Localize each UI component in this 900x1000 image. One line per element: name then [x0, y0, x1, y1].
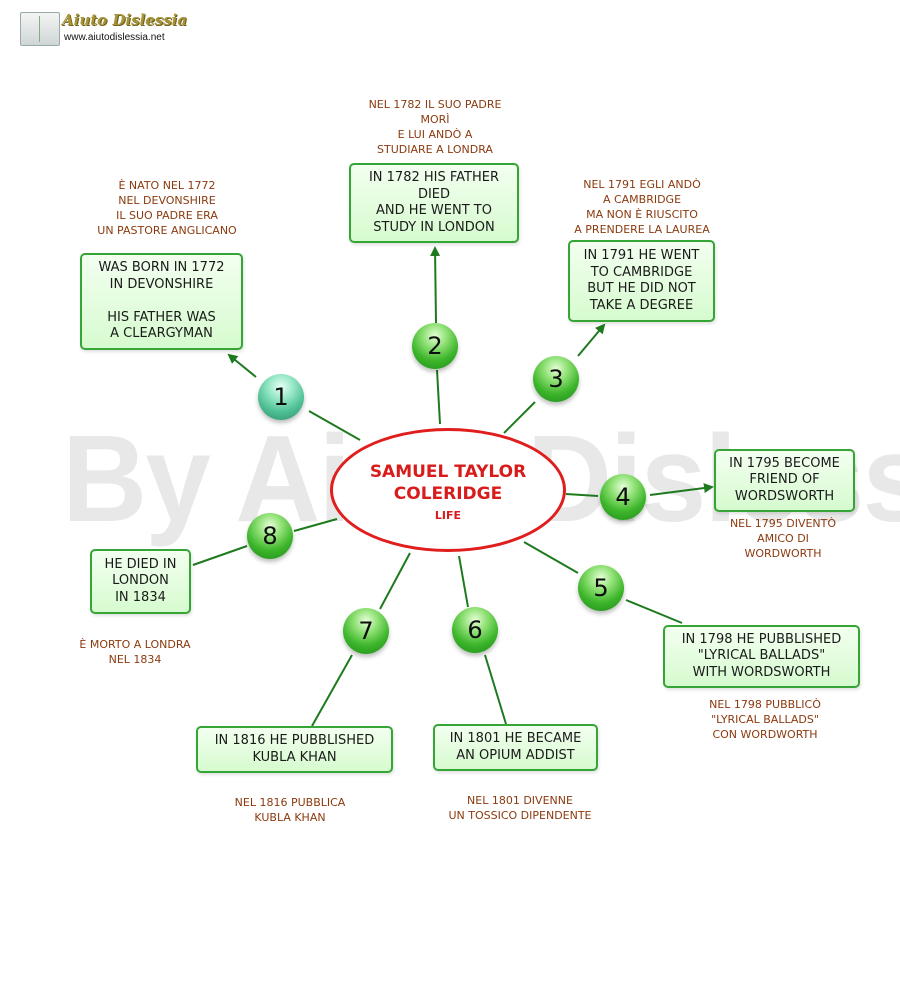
- connector-2-center: [436, 369, 441, 425]
- note-1: È NATO NEL 1772 NEL DEVONSHIRE IL SUO PA…: [97, 179, 237, 237]
- fact-box-4[interactable]: IN 1795 BECOME FRIEND OF WORDSWORTH: [714, 449, 855, 512]
- note-7: NEL 1816 PUBBLICA KUBLA KHAN: [234, 796, 346, 824]
- note-6: NEL 1801 DIVENNE UN TOSSICO DIPENDENTE: [448, 794, 592, 822]
- fact-box-2[interactable]: IN 1782 HIS FATHER DIED AND HE WENT TO S…: [349, 163, 519, 243]
- connector-3-arrow: [577, 323, 606, 357]
- connector-5-center: [523, 541, 579, 574]
- step-1-ball[interactable]: 1: [258, 374, 304, 420]
- note-8: È MORTO A LONDRA NEL 1834: [79, 638, 191, 666]
- note-4: NEL 1795 DIVENTÒ AMICO DI WORDWORTH: [729, 517, 837, 560]
- fact-box-8[interactable]: HE DIED IN LONDON IN 1834: [90, 549, 191, 614]
- connector-1-arrow: [227, 353, 257, 378]
- step-3-ball[interactable]: 3: [533, 356, 579, 402]
- logo-title: Aiuto Dislessia: [62, 11, 188, 29]
- connector-4-center: [565, 493, 599, 497]
- center-title: SAMUEL TAYLOR COLERIDGE: [369, 462, 527, 504]
- note-5: NEL 1798 PUBBLICÒ "LYRICAL BALLADS" CON …: [709, 698, 821, 741]
- step-8-ball[interactable]: 8: [247, 513, 293, 559]
- fact-box-6[interactable]: IN 1801 HE BECAME AN OPIUM ADDIST: [433, 724, 598, 771]
- note-2: NEL 1782 IL SUO PADRE MORÌ E LUI ANDÒ A …: [368, 98, 502, 156]
- site-logo[interactable]: Aiuto Dislessia www.aiutodislessia.net: [18, 10, 187, 48]
- fact-box-7[interactable]: IN 1816 HE PUBBLISHED KUBLA KHAN: [196, 726, 393, 773]
- step-4-ball[interactable]: 4: [600, 474, 646, 520]
- fact-box-1[interactable]: WAS BORN IN 1772 IN DEVONSHIRE HIS FATHE…: [80, 253, 243, 350]
- logo-url: www.aiutodislessia.net: [64, 32, 165, 43]
- step-6-ball[interactable]: 6: [452, 607, 498, 653]
- center-topic[interactable]: SAMUEL TAYLOR COLERIDGE LIFE: [330, 428, 566, 552]
- step-7-ball[interactable]: 7: [343, 608, 389, 654]
- connector-6-center: [458, 555, 469, 608]
- connector-8-box: [192, 545, 248, 566]
- connector-7-center: [379, 552, 411, 610]
- step-5-ball[interactable]: 5: [578, 565, 624, 611]
- connector-6-box: [484, 654, 507, 725]
- note-3: NEL 1791 EGLI ANDÒ A CAMBRIDGE MA NON È …: [574, 178, 710, 236]
- connector-2-arrow: [430, 246, 441, 324]
- step-2-ball[interactable]: 2: [412, 323, 458, 369]
- book-icon: [20, 12, 60, 46]
- connector-8-center: [293, 518, 338, 532]
- fact-box-3[interactable]: IN 1791 HE WENT TO CAMBRIDGE BUT HE DID …: [568, 240, 715, 322]
- connector-7-box: [311, 654, 353, 727]
- connector-4-arrow: [649, 483, 714, 496]
- connector-5-box: [625, 599, 683, 624]
- fact-box-5[interactable]: IN 1798 HE PUBBLISHED "LYRICAL BALLADS" …: [663, 625, 860, 688]
- center-subtitle: LIFE: [434, 509, 462, 522]
- connector-3-center: [503, 401, 536, 434]
- connector-1-center: [308, 410, 361, 441]
